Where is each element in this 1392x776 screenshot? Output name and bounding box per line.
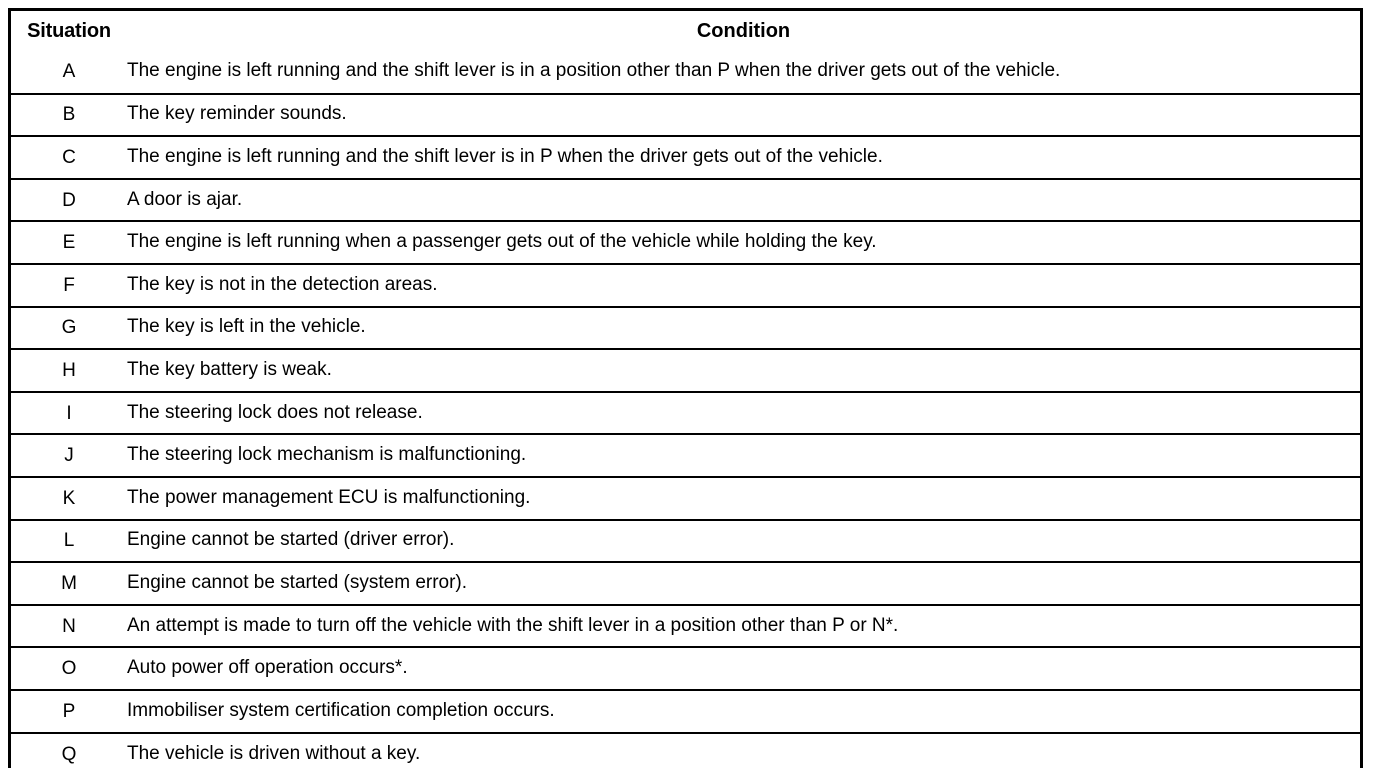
condition-cell: Immobiliser system certification complet…	[127, 689, 1360, 734]
condition-cell: The vehicle is driven without a key.	[127, 732, 1360, 776]
table-header: Situation Condition	[11, 11, 1360, 51]
situation-cell: L	[11, 519, 127, 564]
situation-cell: H	[11, 349, 127, 393]
table-header-row: Situation Condition	[11, 11, 1360, 51]
condition-cell: An attempt is made to turn off the vehic…	[127, 604, 1360, 649]
situation-cell: M	[11, 562, 127, 606]
situation-cell: I	[11, 391, 127, 436]
condition-cell: The engine is left running and the shift…	[127, 136, 1360, 180]
condition-cell: Auto power off operation occurs*.	[127, 647, 1360, 691]
column-header-situation: Situation	[11, 11, 127, 51]
situation-cell: E	[11, 221, 127, 265]
condition-cell: The power management ECU is malfunctioni…	[127, 476, 1360, 521]
condition-cell: A door is ajar.	[127, 178, 1360, 223]
condition-cell: Engine cannot be started (driver error).	[127, 519, 1360, 564]
condition-cell: The engine is left running when a passen…	[127, 221, 1360, 265]
condition-cell: The key is not in the detection areas.	[127, 263, 1360, 308]
situation-cell: C	[11, 136, 127, 180]
situation-cell: P	[11, 689, 127, 734]
situation-cell: J	[11, 434, 127, 478]
column-header-condition: Condition	[127, 11, 1360, 51]
condition-cell: The key reminder sounds.	[127, 93, 1360, 138]
situation-cell: G	[11, 306, 127, 351]
condition-cell: The engine is left running and the shift…	[127, 51, 1360, 95]
situation-cell: N	[11, 604, 127, 649]
situation-cell: Q	[11, 732, 127, 776]
condition-cell: The key battery is weak.	[127, 349, 1360, 393]
situation-cell: K	[11, 476, 127, 521]
condition-cell: Engine cannot be started (system error).	[127, 562, 1360, 606]
situation-cell: B	[11, 93, 127, 138]
situation-cell: F	[11, 263, 127, 308]
situation-cell: A	[11, 51, 127, 95]
situation-cell: D	[11, 178, 127, 223]
situation-cell: O	[11, 647, 127, 691]
condition-cell: The key is left in the vehicle.	[127, 306, 1360, 351]
condition-cell: The steering lock mechanism is malfuncti…	[127, 434, 1360, 478]
condition-cell: The steering lock does not release.	[127, 391, 1360, 436]
